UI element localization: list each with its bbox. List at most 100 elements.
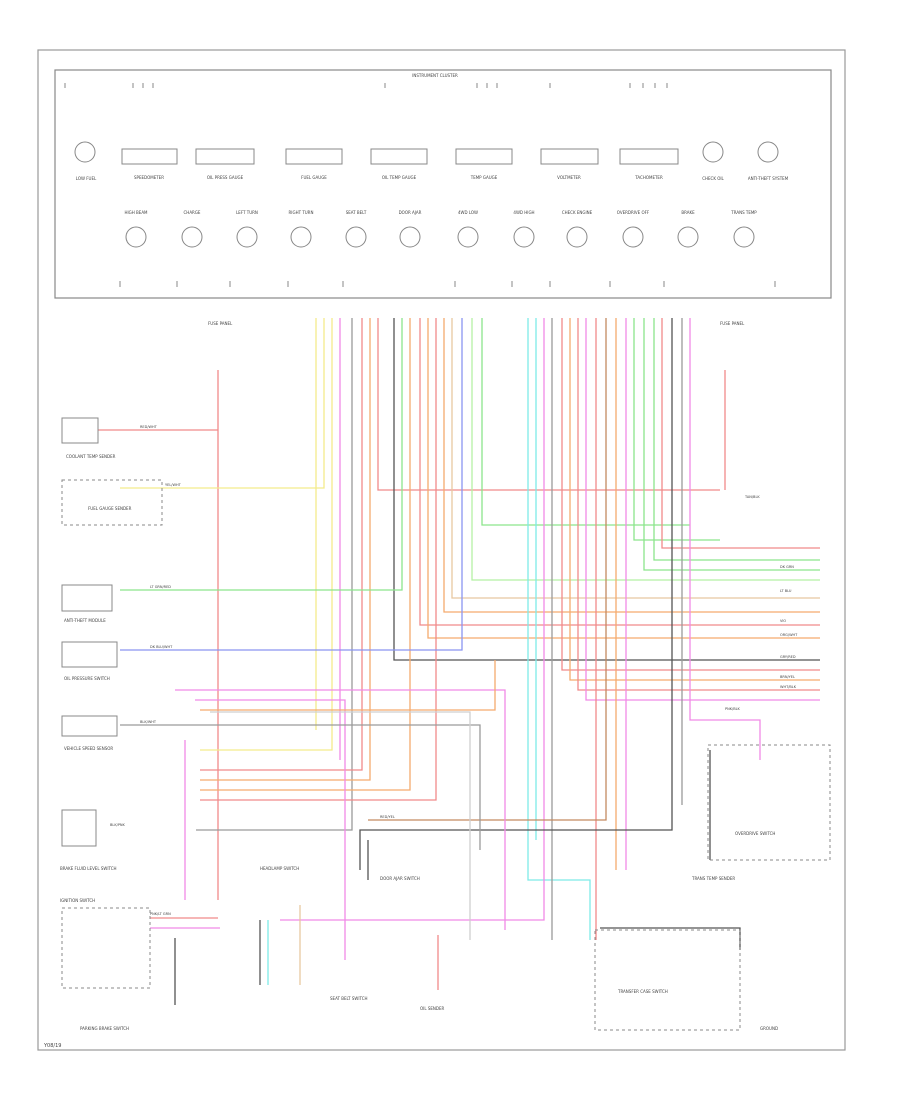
4wd-high-label: 4WD HIGH <box>513 210 534 215</box>
wire-gray-1 <box>196 318 353 831</box>
high-beam-label: HIGH BEAM <box>124 210 148 215</box>
temp-gauge-label: TEMP GAUGE <box>470 175 498 180</box>
wire-label-yel-wht: YEL/WHT <box>165 483 182 487</box>
ignition-switch-label: IGNITION SWITCH <box>60 898 95 903</box>
door-ajar-label: DOOR AJAR <box>399 210 422 215</box>
low-fuel-label: LOW FUEL <box>76 176 97 181</box>
brake-fluid-level-switch-label: BRAKE FLUID LEVEL SWITCH <box>60 866 117 871</box>
ignition-switch <box>61 907 151 989</box>
oil-pressure-switch-label: OIL PRESSURE SWITCH <box>64 676 110 681</box>
door-ajar-lamp <box>399 226 421 248</box>
parking-brake-label: PARKING BRAKE SWITCH <box>80 1026 129 1031</box>
check-oil-label: CHECK OIL <box>702 176 724 181</box>
check-engine-label: CHECK ENGINE <box>562 210 593 215</box>
voltmeter-gauge <box>540 148 599 165</box>
4wd-high-lamp <box>513 226 535 248</box>
wire-orange-loop <box>200 660 496 711</box>
wire-pink-loop-1 <box>175 689 506 930</box>
anti-theft-module <box>61 584 113 612</box>
oil-press-gauge-label: OIL PRESS GAUGE <box>207 175 244 180</box>
oil-sender-label: OIL SENDER <box>420 1006 444 1011</box>
footer-code: Y08/19 <box>43 1043 61 1049</box>
coolant-temp-sender <box>61 417 99 444</box>
wire-label-vio: VIO <box>780 619 786 623</box>
wire-green-5 <box>653 318 820 561</box>
diagram-border <box>37 49 846 1051</box>
trans-temp-lamp <box>733 226 755 248</box>
overdrive-switch <box>707 744 831 861</box>
wire-darkgray-1 <box>393 318 820 661</box>
wire-label-tan-blk: TAN/BLK <box>744 495 760 499</box>
oil-temp-gauge <box>370 148 428 165</box>
instrument-cluster-box <box>54 69 832 299</box>
wire-pink-3 <box>585 318 820 701</box>
wire-lightgreen-1 <box>471 318 820 581</box>
wire-label-pnk-blk: PNK/BLK <box>725 707 741 711</box>
wire-labels: RED/WHT YEL/WHT LT GRN/RED DK BLU/WHT BL… <box>110 425 798 916</box>
ground-label: GROUND <box>760 1026 778 1031</box>
wire-label-dk-blu-wht: DK BLU/WHT <box>150 645 173 649</box>
wire-pink-2 <box>280 318 545 921</box>
wire-label-blk-wht: BLK/WHT <box>140 720 157 724</box>
wire-label-brn-yel: BRN/YEL <box>780 675 795 679</box>
transfer-case-switch <box>594 929 741 1031</box>
components: COOLANT TEMP SENDER FUEL GAUGE SENDER AN… <box>60 321 831 1031</box>
oil-temp-gauge-label: OIL TEMP GAUGE <box>382 175 417 180</box>
wire-orange-4 <box>443 318 820 613</box>
voltmeter-label: VOLTMETER <box>557 175 581 180</box>
wire-red-9 <box>661 318 820 549</box>
seat-belt-switch-label: SEAT BELT SWITCH <box>330 996 368 1001</box>
bottom-indicators: HIGH BEAM CHARGE LEFT TURN RIGHT TURN SE… <box>124 210 757 248</box>
wire-blue-1 <box>120 318 463 651</box>
tachometer-label: TACHOMETER <box>634 175 663 180</box>
wire-ground-2 <box>600 927 741 950</box>
brake-lamp <box>677 226 699 248</box>
overdrive-off-lamp <box>622 226 644 248</box>
wire-label-blk-pnk: BLK/PNK <box>110 823 126 827</box>
left-turn-lamp <box>236 226 258 248</box>
wire-orange-1 <box>200 318 371 781</box>
wire-red-4 <box>419 318 820 626</box>
wire-cyan-1 <box>527 318 591 940</box>
4wd-low-label: 4WD LOW <box>458 210 478 215</box>
speedometer-gauge <box>121 148 178 165</box>
charge-label: CHARGE <box>184 210 201 215</box>
charge-lamp <box>181 226 203 248</box>
wire-orange-5 <box>569 318 820 681</box>
gauges-row: SPEEDOMETER OIL PRESS GAUGE FUEL GAUGE O… <box>121 148 679 180</box>
wire-label-dk-grn: DK GRN <box>780 565 794 569</box>
left-turn-label: LEFT TURN <box>236 210 258 215</box>
wire-label-red-yel: RED/YEL <box>380 815 395 819</box>
wire-tan-1 <box>451 318 820 599</box>
brake-fluid-level-switch <box>61 809 97 847</box>
wire-yellow-2 <box>120 318 325 489</box>
low-fuel-lamp <box>74 141 96 163</box>
wires <box>98 318 820 1005</box>
fuel-gauge <box>285 148 343 165</box>
cluster-terminals <box>64 83 776 287</box>
anti-theft-module-label: ANTI-THEFT MODULE <box>64 618 106 623</box>
wire-green-4 <box>643 318 820 571</box>
wire-red-7 <box>577 318 820 691</box>
seat-belt-label: SEAT BELT <box>346 210 367 215</box>
wire-green-1 <box>120 318 403 591</box>
wire-orange-2 <box>200 318 411 791</box>
wire-pink-loop-3 <box>195 699 346 960</box>
wire-red-3 <box>377 318 720 491</box>
wire-lightgray-loop <box>210 711 471 940</box>
fuel-gauge-sender <box>61 479 163 526</box>
wire-red-5 <box>200 318 437 801</box>
coolant-temp-sender-label: COOLANT TEMP SENDER <box>66 454 116 459</box>
check-oil-lamp <box>702 141 724 163</box>
fuse-panel-right-label: FUSE PANEL <box>720 321 745 326</box>
wire-label-pnk-lt-grn: PNK/LT GRN <box>150 912 171 916</box>
wire-darkgray-2 <box>359 318 673 870</box>
top-indicators: LOW FUEL CHECK OIL ANTI-THEFT SYSTEM <box>74 141 789 181</box>
wire-yellow-3 <box>200 318 333 751</box>
wire-pink-5 <box>689 318 761 760</box>
oil-pressure-switch <box>61 641 118 668</box>
headlamp-switch-label: HEADLAMP SWITCH <box>260 866 299 871</box>
transfer-case-switch-label: TRANSFER CASE SWITCH <box>617 989 668 994</box>
wire-label-lt-grn-red: LT GRN/RED <box>150 585 171 589</box>
right-turn-label: RIGHT TURN <box>289 210 314 215</box>
